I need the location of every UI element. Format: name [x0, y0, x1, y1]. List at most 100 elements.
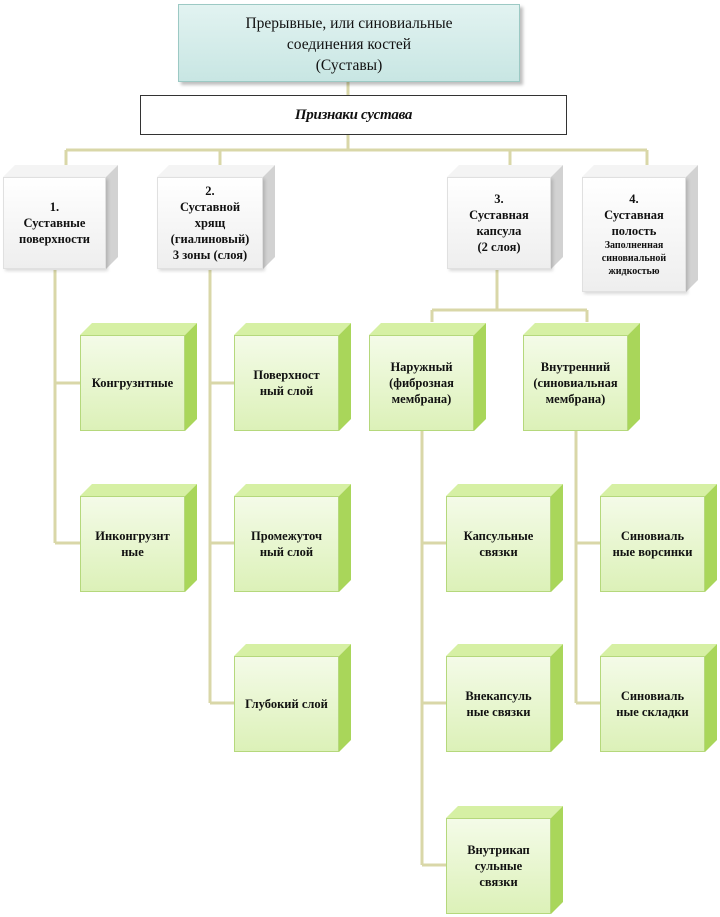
node-label: Конгрузнтные: [92, 375, 173, 391]
node-label-line: Синовиаль: [620, 529, 685, 543]
node-label: Глубокий слой: [245, 696, 328, 712]
node-top-face: [3, 165, 118, 177]
node-top-face: [446, 806, 563, 818]
node-label-line: Суставной: [179, 200, 241, 214]
node-top-face: [446, 644, 563, 656]
node-label-line: ные связки: [466, 705, 531, 719]
node-side-face: [263, 165, 275, 269]
node-label: Внекапсуль ные связки: [465, 688, 531, 720]
node-side-face: [339, 644, 351, 752]
node-side-face: [551, 644, 563, 752]
node-label-line: Наружный: [390, 360, 453, 374]
node-label-line: сульные: [474, 859, 523, 873]
node-top-face: [523, 323, 640, 335]
node-top-face: [80, 323, 197, 335]
node-label-line: ные ворсинки: [612, 545, 693, 559]
node-label-line: мембрана): [545, 392, 606, 406]
node-front-face: Внекапсуль ные связки: [446, 656, 551, 752]
node-side-face: [339, 484, 351, 592]
title-line-3: (Суставы): [315, 56, 383, 74]
features-label-box: Признаки сустава: [140, 95, 567, 135]
node-front-face: Промежуточ ный слой: [234, 496, 339, 592]
node-label-line: Инконгрузнт: [95, 529, 170, 543]
surface-node: Конгрузнтные: [80, 323, 197, 431]
node-front-face: Синовиаль ные ворсинки: [600, 496, 705, 592]
node-side-face: [551, 484, 563, 592]
node-label-line: ный слой: [259, 384, 314, 398]
node-label-line: капсула: [476, 224, 522, 238]
cartilage-layer-node: Поверхност ный слой: [234, 323, 351, 431]
feature-node: 3. Суставная капсула (2 слоя): [447, 165, 563, 269]
node-front-face: Инконгрузнт ные: [80, 496, 185, 592]
node-label-line: Внекапсуль: [465, 689, 532, 703]
node-label-line: ные: [121, 545, 144, 559]
node-top-face: [234, 323, 351, 335]
node-label-line: (2 слоя): [477, 240, 521, 254]
node-top-face: [234, 644, 351, 656]
node-label-line: Глубокий слой: [245, 697, 328, 711]
node-label-line: 2.: [205, 184, 215, 198]
node-label: Капсульные связки: [464, 528, 534, 560]
node-top-face: [600, 484, 717, 496]
node-note-line: жидкостью: [608, 266, 660, 277]
title-box: Прерывные, или синовиальные соединения к…: [178, 4, 520, 82]
node-label-line: связки: [479, 545, 518, 559]
node-note-line: Заполненная: [604, 240, 664, 251]
node-label-line: ный слой: [259, 545, 314, 559]
node-side-face: [551, 165, 563, 269]
node-side-face: [474, 323, 486, 431]
surface-node: Инконгрузнт ные: [80, 484, 197, 592]
ligament-node: Капсульные связки: [446, 484, 563, 592]
node-label-line: Промежуточ: [250, 529, 322, 543]
node-label: Промежуточ ный слой: [251, 528, 322, 560]
node-top-face: [369, 323, 486, 335]
node-top-face: [600, 644, 717, 656]
node-label-line: Суставная: [604, 208, 664, 222]
node-side-face: [185, 484, 197, 592]
node-side-face: [705, 484, 717, 592]
node-top-face: [447, 165, 563, 177]
ligament-node: Внутрикап сульные связки: [446, 806, 563, 914]
node-label-line: 1.: [49, 200, 60, 214]
node-side-face: [686, 165, 698, 292]
node-front-face: Капсульные связки: [446, 496, 551, 592]
node-front-face: Поверхност ный слой: [234, 335, 339, 431]
node-label-line: Синовиаль: [620, 689, 685, 703]
node-side-face: [551, 806, 563, 914]
cartilage-layer-node: Глубокий слой: [234, 644, 351, 752]
node-label-line: (гиалиновый): [170, 232, 250, 246]
cartilage-layer-node: Промежуточ ный слой: [234, 484, 351, 592]
synovial-part-node: Синовиаль ные ворсинки: [600, 484, 717, 592]
node-side-face: [185, 323, 197, 431]
node-label: Поверхност ный слой: [253, 367, 319, 399]
node-front-face: Глубокий слой: [234, 656, 339, 752]
node-label-line: Поверхност: [253, 368, 320, 382]
node-label-line: связки: [479, 875, 518, 889]
title-line-1: Прерывные, или синовиальные: [245, 14, 453, 32]
node-label-line: Суставная: [469, 208, 529, 222]
node-label-line: хрящ: [194, 216, 226, 230]
node-note-line: синовиальной: [601, 253, 667, 264]
node-top-face: [80, 484, 197, 496]
node-label: Внутрикап сульные связки: [467, 842, 530, 890]
node-front-face: 3. Суставная капсула (2 слоя): [447, 177, 551, 269]
node-label-line: Внутрикап: [467, 843, 530, 857]
title-line-2: соединения костей: [286, 35, 412, 53]
node-label-line: Капсульные: [463, 529, 534, 543]
node-label-line: 3.: [494, 192, 504, 206]
node-label: Инконгрузнт ные: [95, 528, 170, 560]
